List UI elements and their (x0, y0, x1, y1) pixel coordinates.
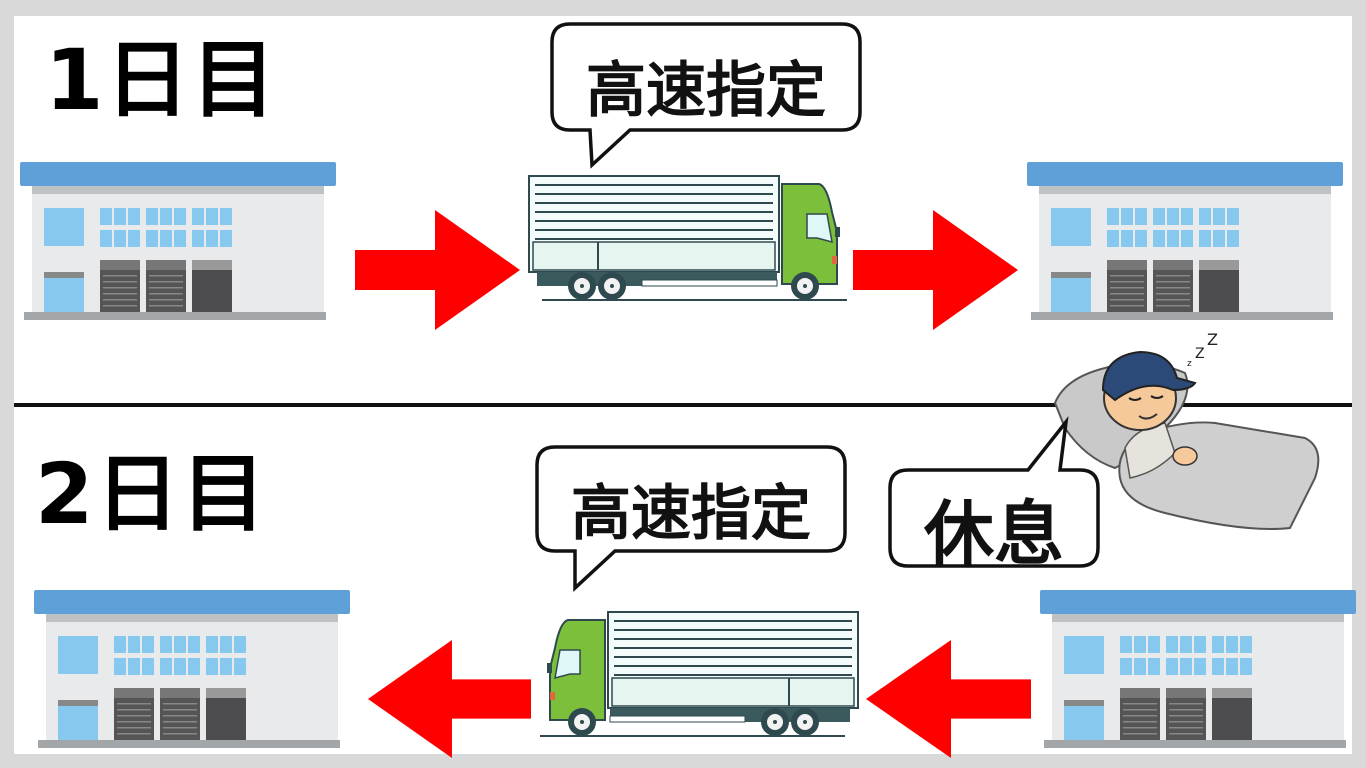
truck-icon (537, 608, 860, 743)
day2-label: 2日目 (35, 445, 268, 543)
bubble-text: 高速指定 (586, 56, 826, 126)
divider (14, 403, 1352, 407)
bubble-text: 高速指定 (571, 479, 811, 549)
svg-text:Z: Z (1207, 330, 1218, 349)
speech-bubble-day2: 高速指定 (535, 445, 847, 593)
truck-icon (527, 172, 850, 307)
arrow-icon (355, 210, 520, 330)
bubble-text: 休息 (924, 493, 1064, 575)
sleeping-driver-icon: z Z Z (1045, 328, 1325, 538)
warehouse-icon (1040, 590, 1356, 750)
warehouse-icon (20, 162, 336, 322)
sleep-text: z (1187, 359, 1192, 369)
warehouse-icon (1027, 162, 1343, 322)
arrow-icon (368, 640, 531, 758)
speech-bubble-rest: 休息 (888, 416, 1100, 575)
svg-text:Z: Z (1195, 346, 1205, 362)
arrow-icon (853, 210, 1018, 330)
speech-bubble-day1: 高速指定 (550, 22, 862, 169)
arrow-icon (866, 640, 1031, 758)
warehouse-icon (34, 590, 350, 750)
day1-label: 1日目 (45, 31, 278, 129)
